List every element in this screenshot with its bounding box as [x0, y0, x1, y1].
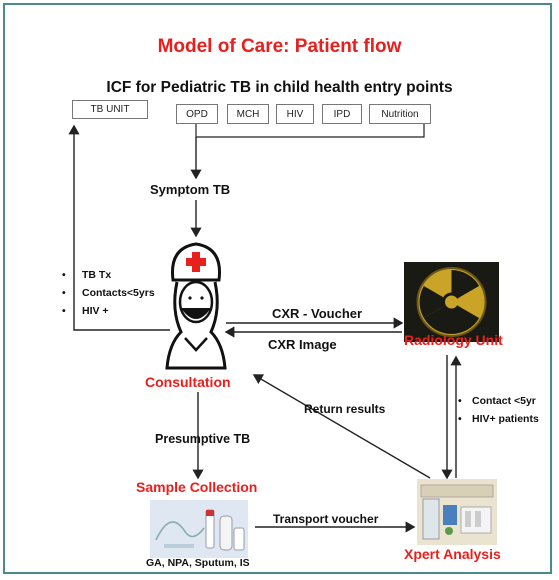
cxr-image-label: CXR Image	[268, 337, 337, 352]
entry-tb-unit: TB UNIT	[72, 100, 148, 119]
consultation-label: Consultation	[145, 374, 231, 390]
xpert-analysis-label: Xpert Analysis	[404, 546, 501, 562]
cxr-voucher-label: CXR - Voucher	[272, 306, 363, 321]
entry-nutrition: Nutrition	[369, 104, 431, 124]
return-results-label: Return results	[304, 402, 386, 416]
entry-opd: OPD	[176, 104, 218, 124]
sample-types-label: GA, NPA, Sputum, IS	[146, 557, 250, 569]
diagram-frame	[3, 3, 552, 574]
list-item: •Contacts<5yrs	[62, 287, 155, 299]
list-item: •HIV+ patients	[458, 413, 539, 425]
radiation-icon	[404, 262, 499, 342]
entry-mch: MCH	[227, 104, 269, 124]
symptom-tb-label: Symptom TB	[150, 182, 231, 197]
transport-voucher-label: Transport voucher	[273, 512, 379, 526]
sample-collection-label: Sample Collection	[136, 479, 258, 495]
diagram-title: Model of Care: Patient flow	[157, 36, 402, 57]
nurse-icon	[165, 242, 227, 370]
list-item: •Contact <5yr	[458, 395, 536, 407]
xpert-machine-icon	[417, 479, 497, 545]
entry-hiv: HIV	[276, 104, 314, 124]
radiology-criteria-list: •Contact <5yr •HIV+ patients	[458, 392, 539, 428]
entry-ipd: IPD	[322, 104, 362, 124]
tb-unit-criteria-list: •TB Tx •Contacts<5yrs •HIV +	[62, 266, 155, 320]
presumptive-tb-label: Presumptive TB	[155, 432, 251, 446]
list-item: •HIV +	[62, 305, 109, 317]
sample-kit-icon	[150, 500, 248, 558]
radiology-unit-label: Radiology Unit	[404, 332, 503, 348]
list-item: •TB Tx	[62, 269, 112, 281]
diagram-subtitle: ICF for Pediatric TB in child health ent…	[106, 79, 453, 96]
